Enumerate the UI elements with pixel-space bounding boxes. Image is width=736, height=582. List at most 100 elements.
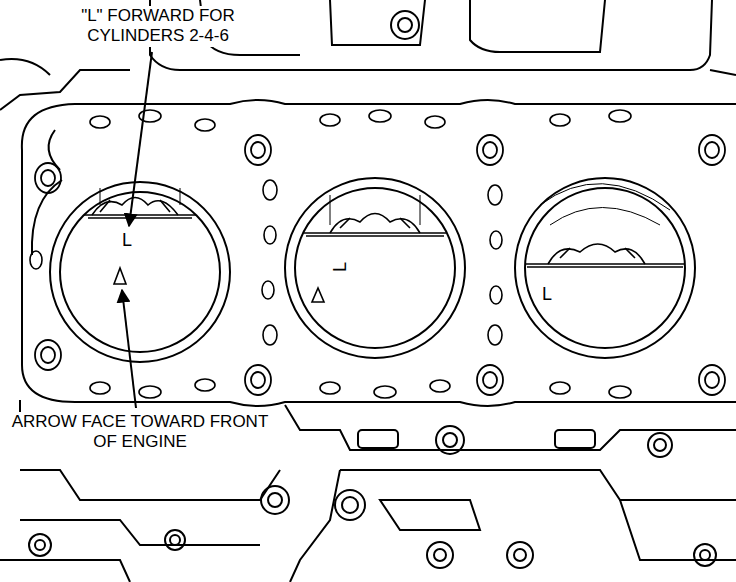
piston-crown [526,263,684,265]
coolant-hole [263,325,277,345]
lower-block [165,530,185,550]
piston-crown [100,188,180,205]
lower-block [620,500,736,560]
piston-mark: L [121,231,133,249]
bolt-hole [251,372,265,388]
head-gasket [22,100,736,150]
piston-crown [330,195,420,225]
bolt-hole [483,142,497,158]
lower-block [427,542,453,568]
lower-block [436,426,464,454]
upper-casting [0,59,50,75]
cylinder-bore [285,178,465,358]
coolant-hole [320,382,340,394]
callout-label: "L" FORWARD FOR CYLINDERS 2-4-6 [58,6,258,47]
lower-block [0,400,736,582]
lower-block [700,550,710,560]
coolant-hole [262,281,274,299]
lower-block [555,430,595,448]
lower-block [20,520,260,545]
bolt-hole [477,365,503,395]
piston-crown [88,217,192,219]
piston-crown [540,184,670,210]
lower-block [20,470,280,500]
leader-line [122,290,136,408]
lower-block [290,470,340,582]
coolant-hole [195,379,215,391]
piston-crown [306,235,444,237]
lower-block [0,560,130,582]
coolant-hole [374,386,396,398]
piston-crown [550,208,660,226]
piston-crown [84,214,196,216]
lower-block [648,433,672,457]
piston-crown [330,214,420,234]
lower-block [170,535,180,545]
lower-block [340,470,736,500]
lower-block [514,549,526,561]
callout-label: ARROW FACE TOWARD FRONT OF ENGINE [2,412,278,453]
piston-crown [92,198,178,216]
coolant-hole [430,380,450,392]
piston-crown [548,244,645,264]
coolant-hole [264,226,276,244]
arrow-mark [114,268,126,284]
piston-mark: L [541,285,553,303]
coolant-hole [90,116,110,128]
head-gasket [22,100,736,406]
upper-casting [710,70,736,75]
lower-block [342,497,358,513]
upper-casting [330,0,425,45]
coolant-hole [369,110,391,122]
cylinder-bore [50,182,230,362]
coolant-hole [488,325,502,345]
bolt-hole [483,372,497,388]
lower-block [29,534,51,556]
lower-block [268,493,282,507]
head-gasket [22,150,736,406]
lower-block [35,540,45,550]
piston-crown [304,232,446,234]
head-gasket [32,180,62,255]
arrow-mark [312,288,324,302]
coolant-hole [490,231,502,249]
coolant-hole [488,185,502,205]
piston-crown [100,200,170,212]
coolant-hole [90,382,110,394]
bolt-hole [245,135,271,165]
lower-block [694,544,716,566]
piston-crown [340,218,410,228]
coolant-hole [609,386,631,398]
cylinder-bore [515,178,695,358]
bolt-hole [245,365,271,395]
bolt-hole [35,163,61,193]
bolt-hole [35,135,725,395]
arrow-mark [114,268,324,302]
coolant-hole [550,382,570,394]
coolant-hole [195,119,215,131]
bolt-hole [41,170,55,186]
lower-block [335,490,365,520]
leader-line [122,52,152,408]
upper-casting [391,11,419,39]
upper-casting [0,0,736,170]
coolant-hole [30,110,631,398]
lower-block [654,439,666,451]
coolant-hole [30,251,42,269]
coolant-hole [609,110,631,122]
bolt-hole [477,135,503,165]
lower-block [434,549,446,561]
coolant-hole [320,114,340,126]
coolant-hole [490,286,502,304]
cylinder-bore [60,192,220,352]
coolant-hole [425,116,445,128]
leader-line [129,52,152,226]
cylinder-bore [50,178,695,362]
piston-crown [84,184,684,267]
bolt-hole [699,365,725,395]
bolt-hole [699,135,725,165]
coolant-hole [139,386,161,398]
upper-casting [398,18,412,32]
bolt-hole [35,340,61,370]
